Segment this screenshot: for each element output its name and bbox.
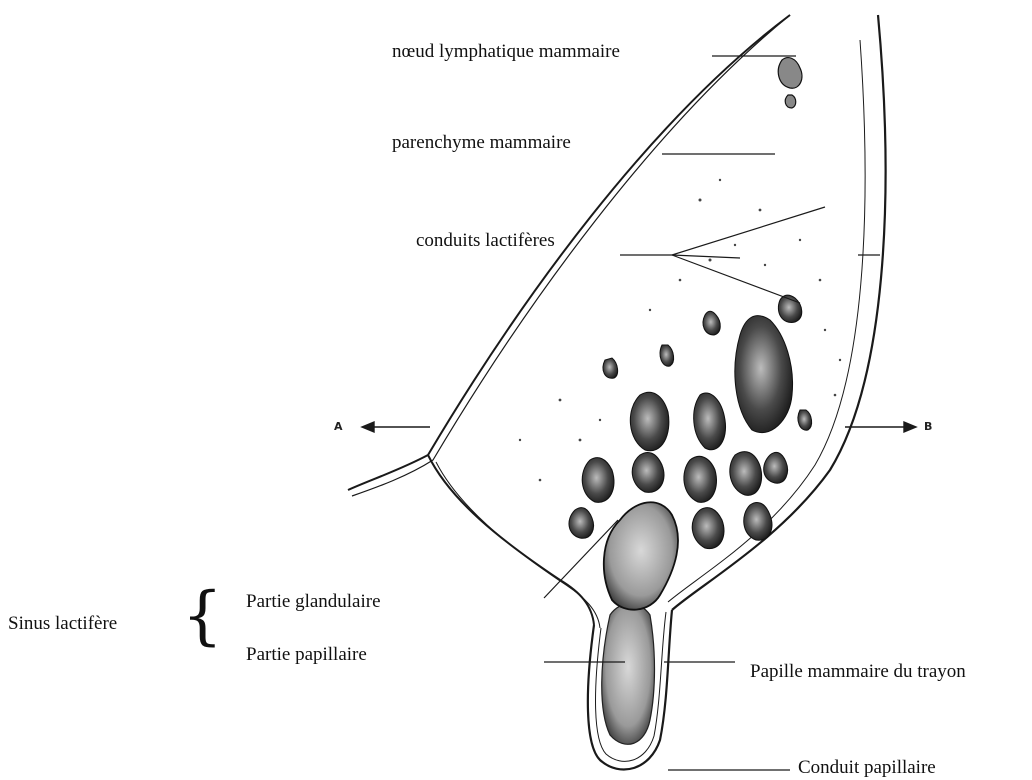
label-ducts: conduits lactifères xyxy=(416,231,555,250)
gland-lower-left-inner xyxy=(436,462,600,628)
duct-cavities xyxy=(569,295,812,549)
label-papillary-duct: Conduit papillaire xyxy=(798,758,936,777)
arrow-a-head xyxy=(362,422,374,432)
marker-a: A xyxy=(334,420,343,433)
leader-ducts-1 xyxy=(672,207,825,255)
leader-ducts-3 xyxy=(672,255,800,303)
label-parenchyma: parenchyme mammaire xyxy=(392,133,571,152)
label-papillary-part: Partie papillaire xyxy=(246,645,367,664)
sinus-glandular-part xyxy=(604,502,678,609)
marker-b: B xyxy=(924,420,932,433)
label-lymph-node: nœud lymphatique mammaire xyxy=(392,42,620,61)
lymph-node xyxy=(778,58,802,108)
arrow-b-head xyxy=(904,422,916,432)
brace: { xyxy=(182,584,223,648)
label-teat: Papille mammaire du trayon xyxy=(750,662,966,681)
parenchyma-dots xyxy=(519,179,841,482)
sinus-papillary-part xyxy=(602,604,655,745)
leader-ducts-2 xyxy=(672,255,740,258)
gland-lower-left xyxy=(428,455,594,625)
label-sinus: Sinus lactifère xyxy=(8,614,117,633)
label-glandular-part: Partie glandulaire xyxy=(246,592,381,611)
